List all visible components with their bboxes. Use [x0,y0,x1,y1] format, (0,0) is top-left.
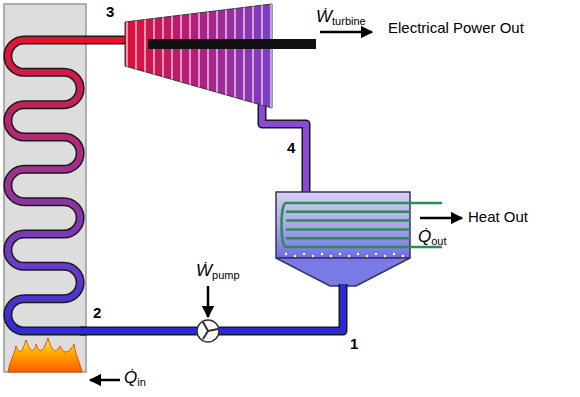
steam-pipe [24,37,132,43]
condenser-tubes [282,203,411,257]
flow-label: Ẇturbine [316,8,366,27]
state-number: 2 [93,305,101,322]
state-number: 4 [287,140,295,157]
pump-work-arrow [207,286,210,317]
boiler-panel [4,4,86,372]
boiler-tube-outline [8,40,86,331]
condenser-tank [276,192,410,258]
condenser-hopper [276,258,410,286]
flow-label: Heat Out [468,209,528,226]
flow-label: Electrical Power Out [388,20,524,37]
turbine-shaft [148,39,316,49]
exhaust-pipe [262,100,306,196]
power-arrow [320,31,372,34]
heat-out-arrow [420,217,462,220]
pump [197,320,219,342]
flow-label: Ẇpump [196,262,240,281]
state-number: 3 [106,4,114,21]
pump-impeller [203,322,218,339]
turbine [125,4,272,108]
boiler-tube [8,40,86,331]
flame [8,338,82,372]
heat-in-arrow [90,379,120,382]
state-number: 1 [350,336,358,353]
flow-label: Q̇in [124,369,146,388]
cooling-line [410,202,442,205]
flow-label: Q̇out [418,228,447,247]
